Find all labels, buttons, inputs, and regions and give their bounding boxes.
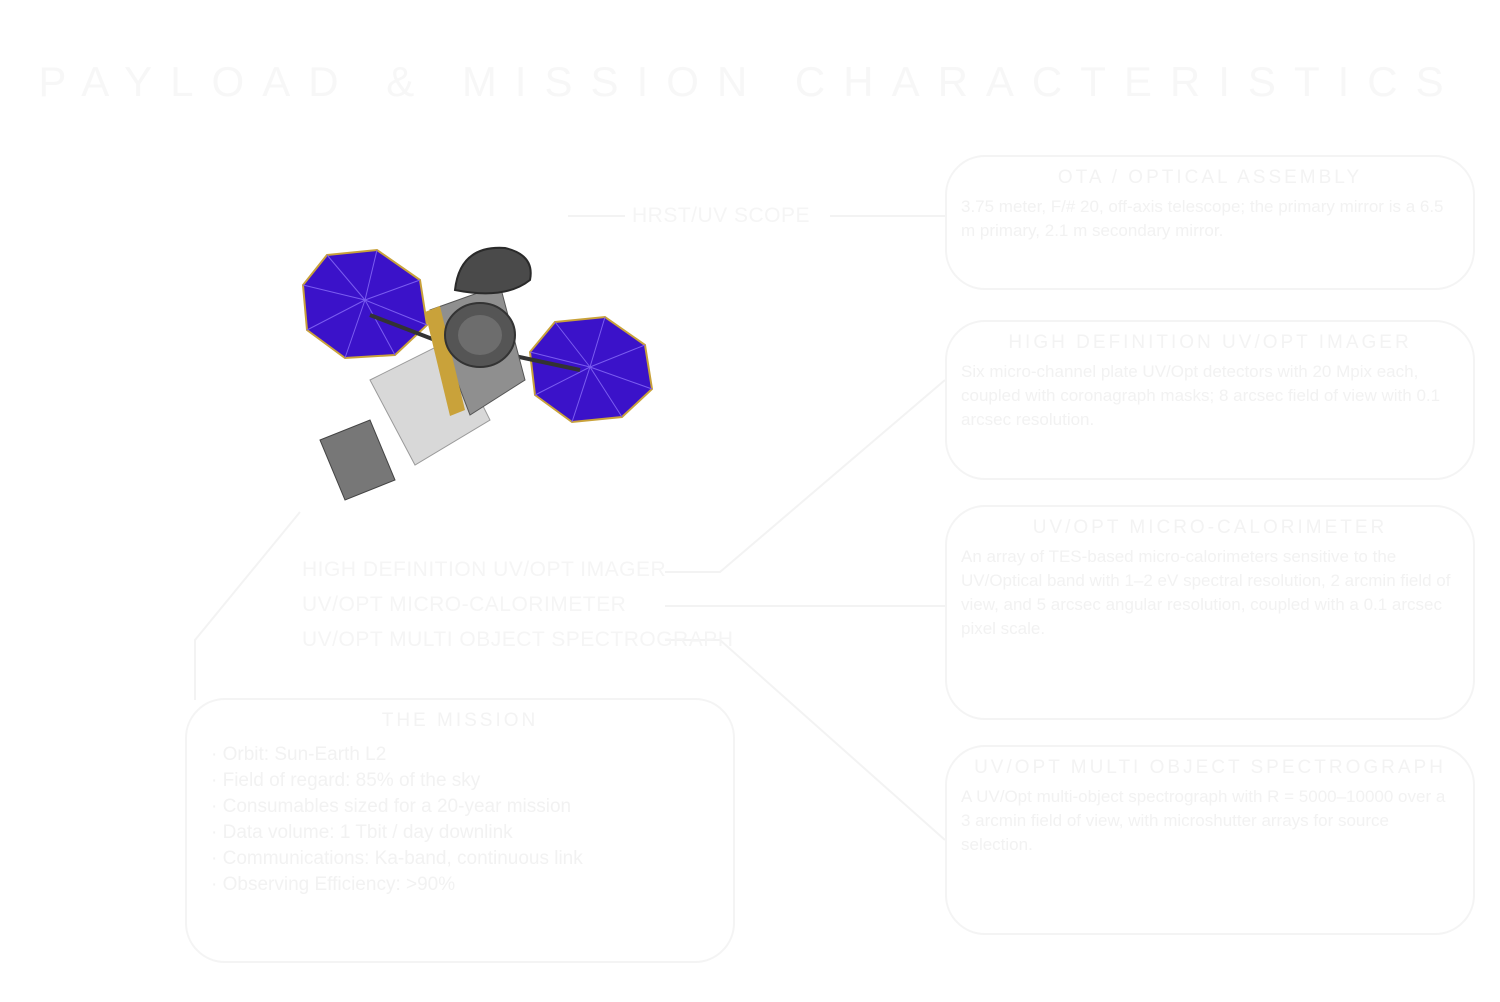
label-telescope: HRST/UV SCOPE [632, 204, 811, 227]
label-instrument-spectrograph: UV/OPT MULTI OBJECT SPECTROGRAPH [302, 628, 734, 651]
solar-panel-right [528, 315, 654, 424]
mission-list: · Orbit: Sun-Earth L2 · Field of regard:… [211, 742, 709, 898]
box-ota: OTA / OPTICAL ASSEMBLY 3.75 meter, F/# 2… [945, 155, 1475, 290]
box-spectrograph-text: A UV/Opt multi-object spectrograph with … [961, 787, 1446, 854]
box-calorimeter: UV/OPT MICRO-CALORIMETER An array of TES… [945, 505, 1475, 720]
box-imager: HIGH DEFINITION UV/OPT IMAGER Six micro-… [945, 320, 1475, 480]
box-imager-title: HIGH DEFINITION UV/OPT IMAGER [1008, 332, 1412, 353]
box-calorimeter-title: UV/OPT MICRO-CALORIMETER [1032, 517, 1388, 538]
label-instrument-calorimeter: UV/OPT MICRO-CALORIMETER [302, 593, 627, 616]
label-instrument-imager: HIGH DEFINITION UV/OPT IMAGER [302, 558, 667, 581]
mission-item: · Field of regard: 85% of the sky [211, 770, 481, 791]
mission-item: · Orbit: Sun-Earth L2 [211, 744, 387, 765]
satellite-illustration [301, 246, 654, 501]
box-mission: THE MISSION · Orbit: Sun-Earth L2 · Fiel… [185, 698, 735, 963]
box-calorimeter-text: An array of TES-based micro-calorimeters… [961, 547, 1451, 638]
box-ota-text: 3.75 meter, F/# 20, off-axis telescope; … [961, 197, 1444, 240]
mission-item: · Communications: Ka-band, continuous li… [211, 848, 583, 869]
box-spectrograph-title: UV/OPT MULTI OBJECT SPECTROGRAPH [974, 757, 1446, 778]
aperture-door [453, 246, 532, 295]
page-title: PAYLOAD & MISSION CHARACTERISTICS [38, 58, 1462, 105]
box-spectrograph: UV/OPT MULTI OBJECT SPECTROGRAPH A UV/Op… [945, 745, 1475, 935]
mission-item: · Data volume: 1 Tbit / day downlink [211, 822, 513, 843]
solar-panel-left [301, 248, 429, 360]
mission-item: · Observing Efficiency: >90% [211, 874, 456, 895]
connector-line [665, 639, 946, 841]
boom-right [509, 353, 581, 372]
connector-line [665, 379, 946, 573]
connector-line [194, 511, 301, 700]
box-ota-title: OTA / OPTICAL ASSEMBLY [1057, 167, 1363, 188]
box-imager-text: Six micro-channel plate UV/Opt detectors… [961, 362, 1441, 429]
box-mission-title: THE MISSION [381, 710, 539, 731]
boom-left [369, 313, 436, 342]
mission-item: · Consumables sized for a 20-year missio… [211, 796, 572, 817]
